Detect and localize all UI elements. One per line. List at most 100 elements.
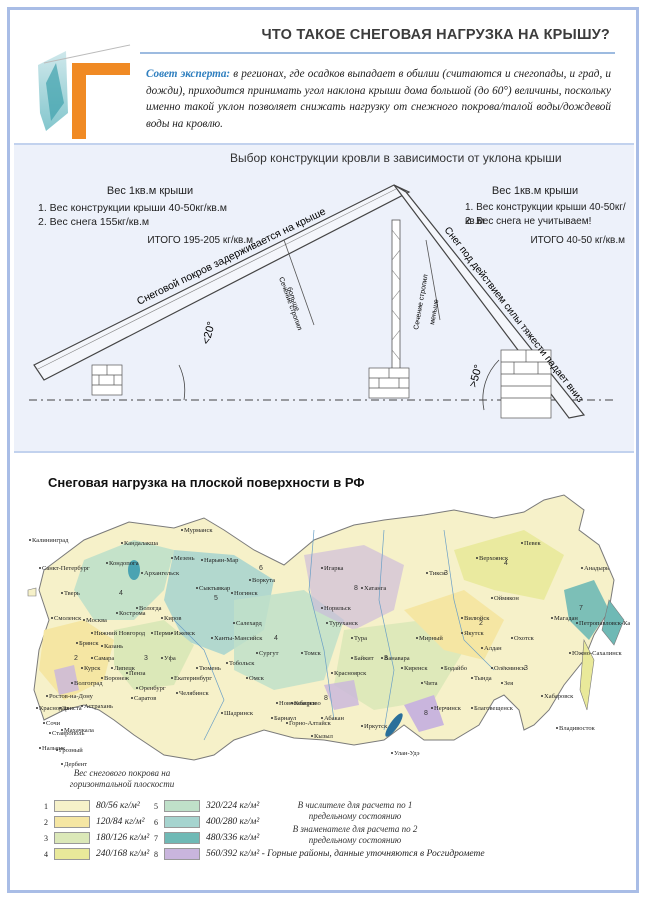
legend-item-2: 2 120/84 кг/м²	[40, 816, 144, 828]
city-dot	[233, 622, 235, 624]
city-dot	[581, 567, 583, 569]
legend-number: 2	[44, 817, 48, 827]
city-dot	[491, 667, 493, 669]
legend-label: 120/84 кг/м²	[96, 817, 145, 827]
city-label: Ижевск	[174, 630, 196, 637]
legend-swatch	[54, 832, 90, 844]
city-dot	[431, 707, 433, 709]
city-label: Тобольск	[229, 660, 255, 667]
city-label: Тында	[474, 675, 492, 682]
city-dot	[151, 632, 153, 634]
svg-text:2: 2	[74, 655, 78, 662]
city-dot	[576, 622, 578, 624]
city-dot	[286, 722, 288, 724]
legend-swatch	[164, 800, 200, 812]
svg-text:6: 6	[259, 565, 263, 572]
map-title: Снеговая нагрузка на плоской поверхности…	[48, 475, 365, 490]
city-label: Оймякон	[494, 595, 519, 602]
city-dot	[276, 702, 278, 704]
city-label: Нарьян-Мар	[204, 557, 238, 564]
svg-text:8: 8	[354, 585, 358, 592]
city-dot	[171, 557, 173, 559]
svg-text:4: 4	[274, 635, 278, 642]
left-angle: <20°	[200, 320, 218, 345]
right-section-value: меньше	[429, 299, 440, 326]
city-label: Ставрополь	[52, 730, 85, 737]
city-dot	[501, 682, 503, 684]
legend-heading: Вес снегового покрова на горизонтальной …	[69, 768, 175, 789]
city-label: Благовещенск	[474, 705, 514, 712]
city-label: Нерчинск	[434, 705, 462, 712]
advice-lead: Совет эксперта:	[146, 68, 231, 80]
legend-swatch	[54, 848, 90, 860]
diagram-title: Выбор конструкции кровли в зависимости о…	[230, 151, 562, 165]
city-label: Вилюйск	[464, 615, 490, 622]
city-dot	[551, 617, 553, 619]
city-dot	[321, 717, 323, 719]
city-label: Бодайбо	[444, 665, 467, 672]
city-dot	[321, 607, 323, 609]
legend-label: 320/224 кг/м²	[206, 801, 260, 811]
city-dot	[569, 652, 571, 654]
city-dot	[351, 637, 353, 639]
city-dot	[59, 707, 61, 709]
city-dot	[83, 619, 85, 621]
city-label: Горно-Алтайск	[289, 720, 332, 727]
city-dot	[71, 682, 73, 684]
city-dot	[116, 612, 118, 614]
city-dot	[61, 763, 63, 765]
city-label: Челябинск	[179, 690, 209, 697]
city-label: Мурманск	[184, 527, 213, 534]
city-label: Тюмень	[199, 665, 221, 672]
city-label: Сургут	[259, 650, 279, 657]
city-dot	[106, 562, 108, 564]
city-dot	[416, 637, 418, 639]
city-label: Ханты-Мансийск	[214, 635, 263, 642]
left-weight-line2: 2. Вес снега 155кг/кв.м	[38, 216, 150, 228]
city-label: Абакан	[324, 715, 345, 722]
city-dot	[121, 542, 123, 544]
city-dot	[331, 672, 333, 674]
city-dot	[441, 667, 443, 669]
city-dot	[39, 747, 41, 749]
advice-body: в регионах, где осадков выпадает в обили…	[146, 68, 611, 130]
city-dot	[46, 695, 48, 697]
legend-number: 1	[44, 801, 48, 811]
city-dot	[291, 702, 293, 704]
city-dot	[556, 727, 558, 729]
legend-label: 560/392 кг/м² - Горные районы, данные ут…	[206, 849, 485, 859]
city-label: Самара	[94, 655, 114, 662]
right-section-label: Сечение стропил	[413, 274, 430, 331]
city-label: Иркутск	[364, 723, 388, 730]
legend-swatch	[164, 848, 200, 860]
city-label: Краснодар	[39, 705, 68, 712]
city-label: Кемерово	[294, 700, 321, 707]
left-weight-total: ИТОГО 195-205 кг/кв.м	[147, 235, 253, 246]
svg-text:3: 3	[444, 570, 448, 577]
city-dot	[136, 607, 138, 609]
city-dot	[196, 667, 198, 669]
city-label: Москва	[86, 617, 107, 624]
russia-snow-map: 454 832 472 388 633 МурманскКалининградС…	[27, 494, 630, 768]
city-label: Хабаровск	[544, 693, 574, 700]
city-label: Ростов-на-Дону	[49, 693, 94, 700]
city-label: Волгоград	[74, 680, 103, 687]
city-label: Нальчик	[42, 745, 66, 752]
city-label: Пенза	[129, 670, 146, 677]
city-label: Кызыл	[314, 733, 334, 740]
city-label: Киров	[164, 615, 181, 622]
legend-label: 240/168 кг/м²	[96, 849, 150, 859]
roof-logo	[38, 44, 131, 139]
city-dot	[249, 579, 251, 581]
city-label: Норильск	[324, 605, 352, 612]
svg-text:3: 3	[144, 655, 148, 662]
city-label: Казань	[104, 643, 123, 650]
city-dot	[381, 657, 383, 659]
city-label: Южно-Сахалинск	[572, 650, 623, 657]
city-dot	[471, 677, 473, 679]
legend-swatch	[54, 800, 90, 812]
city-dot	[351, 657, 353, 659]
